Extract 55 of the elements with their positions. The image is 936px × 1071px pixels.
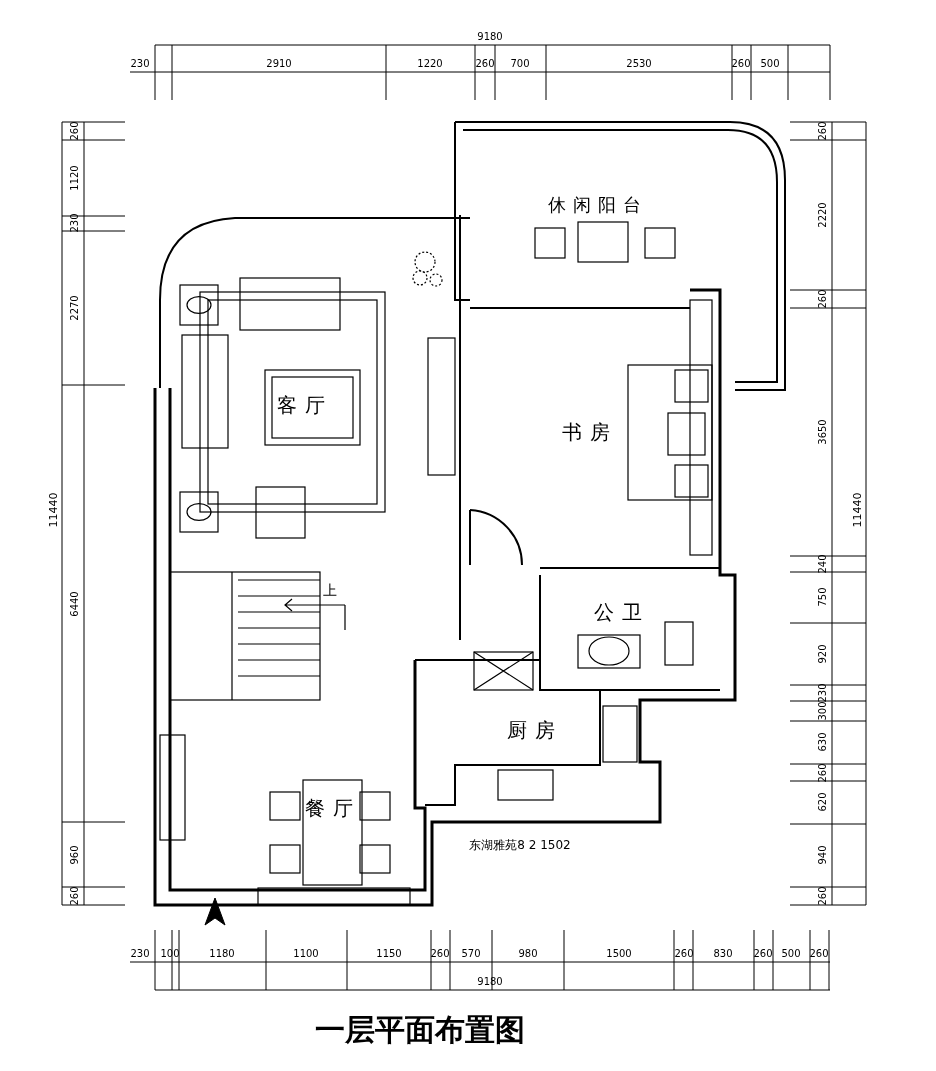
dimension-text: 1100 (293, 949, 319, 959)
stair-label: 上 (323, 583, 337, 597)
dimension-text: 260 (818, 121, 828, 141)
dimension-text: 500 (781, 949, 801, 959)
dimension-text: 230 (130, 59, 150, 69)
dimension-text: 1220 (417, 59, 443, 69)
dimension-text: 6440 (70, 591, 80, 617)
dimension-text: 2910 (266, 59, 292, 69)
dimension-text: 260 (475, 59, 495, 69)
dimension-text: 230 (818, 683, 828, 703)
dimension-text: 240 (818, 554, 828, 574)
dimension-text: 500 (760, 59, 780, 69)
room-label: 厨房 (507, 720, 563, 740)
dimension-text: 700 (510, 59, 530, 69)
dimension-text: 630 (818, 732, 828, 752)
dimension-text: 960 (70, 845, 80, 865)
dimension-text: 9180 (477, 32, 503, 42)
dimension-text: 260 (818, 289, 828, 309)
dimension-text: 260 (430, 949, 450, 959)
dimension-text: 620 (818, 792, 828, 812)
dimension-text: 1150 (376, 949, 402, 959)
room-label: 餐厅 (305, 798, 361, 818)
address-note: 东湖雅苑8 2 1502 (469, 839, 571, 851)
dimension-text: 570 (461, 949, 481, 959)
dimension-text: 1180 (209, 949, 235, 959)
dimension-text: 920 (818, 644, 828, 664)
dimension-text: 1120 (70, 165, 80, 191)
dimension-text: 260 (809, 949, 829, 959)
dimension-text: 230 (130, 949, 150, 959)
room-label: 公卫 (594, 602, 650, 622)
dimension-text: 260 (731, 59, 751, 69)
dimension-text: 2530 (626, 59, 652, 69)
dimension-text: 2220 (818, 202, 828, 228)
dimension-text: 230 (70, 213, 80, 233)
dimension-text: 830 (713, 949, 733, 959)
dimension-text: 260 (70, 886, 80, 906)
title: 一层平面布置图 (315, 1015, 525, 1045)
room-label: 书房 (562, 422, 618, 442)
dimension-text: 260 (70, 121, 80, 141)
dimension-text: 260 (674, 949, 694, 959)
dimension-text: 750 (818, 587, 828, 607)
dimension-text: 3650 (818, 419, 828, 445)
dimension-text: 11440 (851, 492, 863, 528)
dimension-text: 300 (818, 701, 828, 721)
dimension-text: 9180 (477, 977, 503, 987)
dimension-text: 260 (753, 949, 773, 959)
dimension-text: 260 (818, 886, 828, 906)
room-label: 休闲阳台 (547, 196, 649, 214)
dimension-text: 940 (818, 845, 828, 865)
dimension-text: 2270 (70, 295, 80, 321)
dimension-text: 260 (818, 763, 828, 783)
dimension-text: 1500 (606, 949, 632, 959)
dimension-text: 11440 (47, 492, 59, 528)
dimension-text: 980 (518, 949, 538, 959)
dimension-text: 100 (160, 949, 180, 959)
